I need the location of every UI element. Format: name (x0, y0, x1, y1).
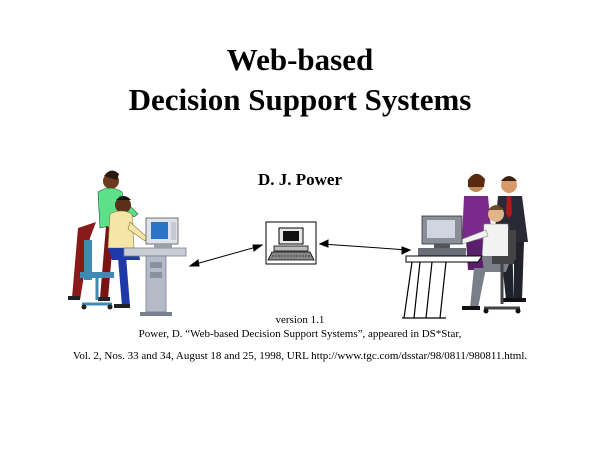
slide-title-line1: Web-based (226, 42, 374, 77)
slide-title-line2: Decision Support Systems (128, 82, 472, 117)
left-workstation-people-icon (68, 170, 187, 316)
connection-arrows (188, 239, 412, 267)
left-arrow (191, 245, 261, 266)
right-arrow (321, 243, 409, 251)
citation-line1: Power, D. “Web-based Decision Support Sy… (138, 328, 462, 340)
web-server-computer-icon (265, 221, 317, 265)
right-workstation-people-icon (402, 173, 528, 319)
author-name: D. J. Power (257, 170, 343, 189)
citation-line2: Vol. 2, Nos. 33 and 34, August 18 and 25… (72, 350, 528, 362)
version-label: version 1.1 (275, 314, 325, 326)
